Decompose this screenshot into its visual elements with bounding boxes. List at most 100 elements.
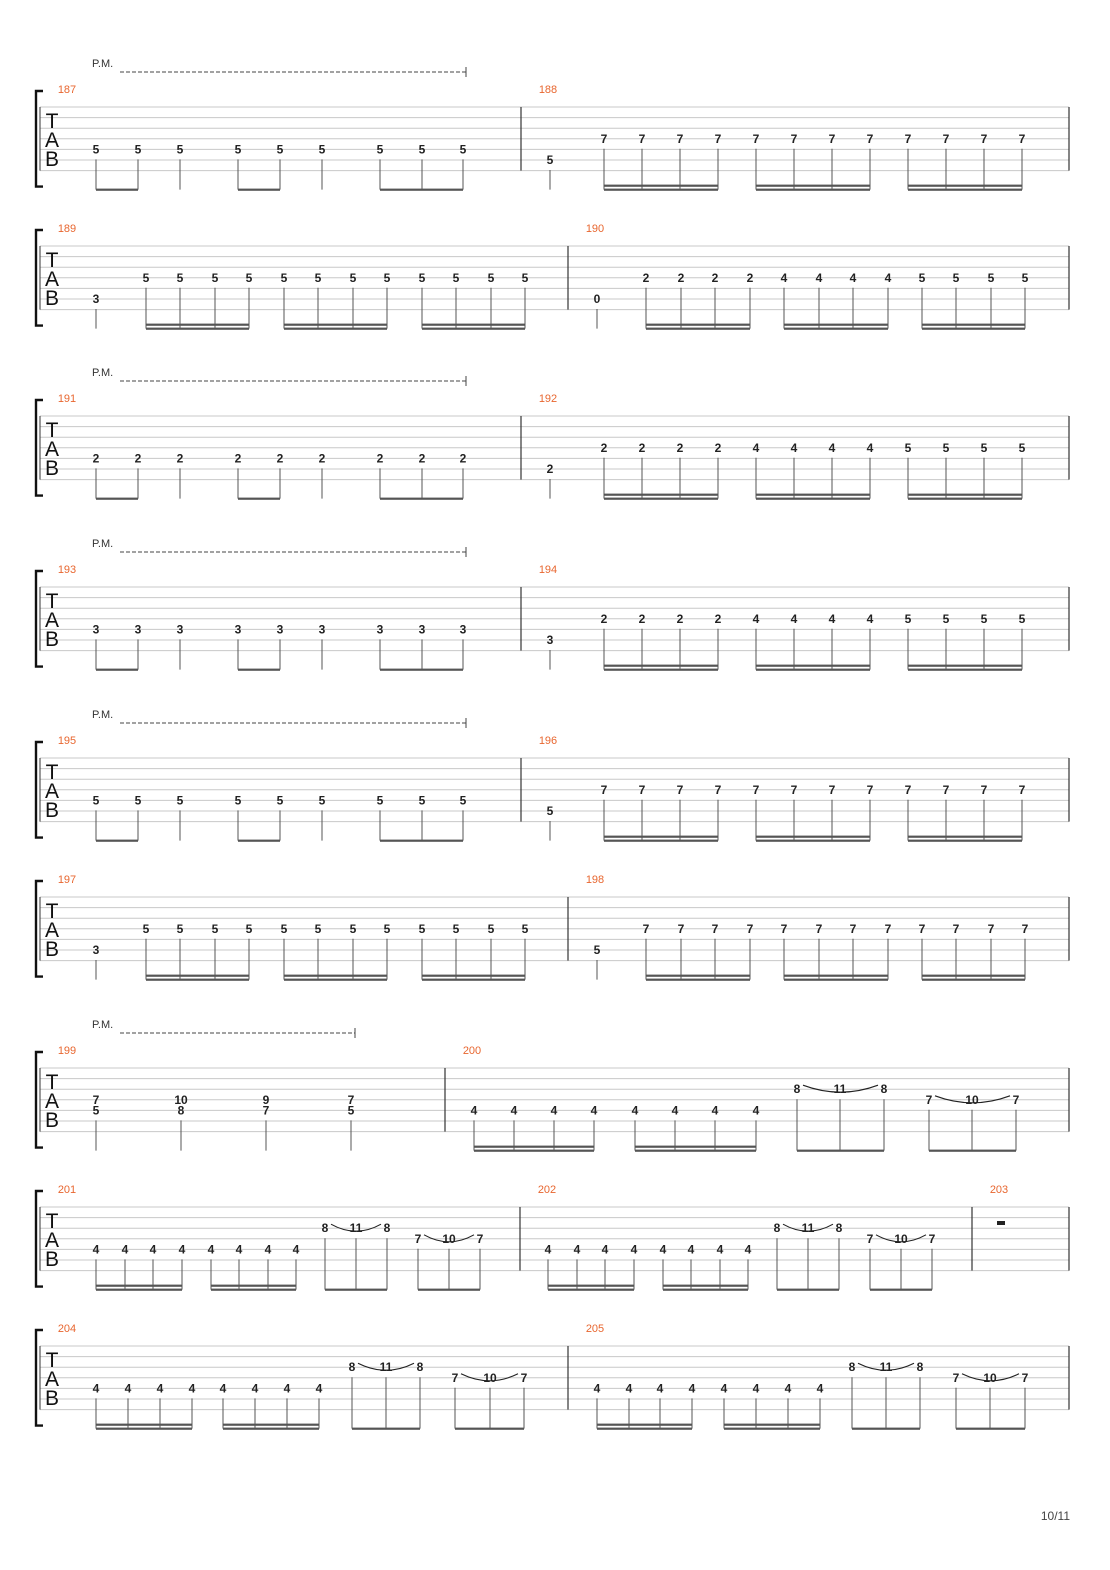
beam [211, 1288, 296, 1291]
fret-number: 8 [881, 1082, 888, 1096]
beam [922, 978, 1025, 981]
fret-number: 4 [208, 1242, 215, 1256]
fret-number: 10 [983, 1371, 997, 1385]
fret-number: 2 [678, 271, 685, 285]
fret-number: 7 [981, 132, 988, 146]
fret-number: 5 [943, 612, 950, 626]
measure-number: 189 [58, 223, 76, 235]
beam [724, 1423, 820, 1426]
beam [422, 323, 525, 326]
beam [352, 1427, 420, 1430]
fret-number: 11 [880, 1360, 893, 1374]
tab-clef-letter: B [45, 148, 59, 171]
fret-number: 4 [753, 1103, 760, 1117]
fret-number: 5 [246, 922, 253, 936]
fret-number: 5 [281, 271, 288, 285]
fret-number: 5 [594, 943, 601, 957]
tab-clef-letter: B [45, 287, 59, 310]
fret-number: 2 [460, 451, 467, 465]
fret-number: 7 [791, 783, 798, 797]
beam [756, 664, 870, 667]
beam [604, 497, 718, 500]
fret-number: 3 [460, 622, 467, 636]
beam [852, 1427, 920, 1430]
fret-number: 7 [753, 783, 760, 797]
beam [96, 1423, 192, 1426]
fret-number: 5 [235, 793, 242, 807]
fret-number: 4 [574, 1242, 581, 1256]
beam [908, 839, 1022, 842]
measure-number: 193 [58, 564, 76, 576]
system-bracket [34, 1050, 43, 1149]
measure-number: 195 [58, 735, 76, 747]
fret-number: 4 [785, 1381, 792, 1395]
tab-clef-letter: A [45, 780, 59, 803]
fret-number: 4 [511, 1103, 518, 1117]
tab-clef-letter: A [45, 609, 59, 632]
fret-number: 2 [715, 441, 722, 455]
fret-number: 4 [125, 1381, 132, 1395]
fret-number: 4 [157, 1381, 164, 1395]
fret-number: 2 [319, 451, 326, 465]
fret-number: 5 [93, 793, 100, 807]
fret-number: 5 [943, 441, 950, 455]
fret-number: 4 [712, 1103, 719, 1117]
fret-number: 11 [802, 1221, 815, 1235]
fret-number: 4 [850, 271, 857, 285]
beam [604, 835, 718, 838]
fret-number: 2 [677, 612, 684, 626]
fret-number: 11 [834, 1082, 847, 1096]
palm-mute-label: P.M. [92, 367, 113, 379]
fret-number: 7 [643, 922, 650, 936]
fret-number: 4 [545, 1242, 552, 1256]
fret-number: 5 [981, 441, 988, 455]
fret-number: 5 [315, 271, 322, 285]
beam [96, 839, 138, 842]
fret-number: 5 [905, 441, 912, 455]
fret-number: 3 [547, 633, 554, 647]
system-bracket [34, 1189, 43, 1288]
beam [146, 323, 249, 326]
fret-number: 5 [277, 793, 284, 807]
fret-number: 4 [791, 441, 798, 455]
fret-number: 4 [236, 1242, 243, 1256]
beam [756, 493, 870, 496]
fret-number: 7 [953, 1371, 960, 1385]
beam [604, 188, 718, 191]
beam [474, 1149, 594, 1152]
measure-number: 202 [538, 1184, 556, 1196]
fret-number: 5 [453, 922, 460, 936]
slur-arc [423, 1234, 475, 1243]
beam [146, 327, 249, 330]
fret-number: 4 [284, 1381, 291, 1395]
tab-clef-letter: B [45, 1387, 59, 1410]
fret-number: 5 [419, 142, 426, 156]
fret-number: 7 [1013, 1093, 1020, 1107]
beam [922, 323, 1025, 326]
fret-number: 5 [177, 793, 184, 807]
measure-number: 187 [58, 84, 76, 96]
fret-number: 7 [867, 132, 874, 146]
tab-clef-letter: T [46, 761, 59, 784]
fret-number: 5 [419, 271, 426, 285]
beam [455, 1427, 524, 1430]
slur-arc [875, 1234, 927, 1243]
beam [548, 1288, 634, 1291]
fret-number: 8 [349, 1360, 356, 1374]
fret-number: 7 [477, 1232, 484, 1246]
fret-number: 5 [460, 142, 467, 156]
fret-number: 3 [319, 622, 326, 636]
tab-clef-letter: T [46, 110, 59, 133]
fret-number: 5 [377, 142, 384, 156]
beam [604, 668, 718, 671]
fret-number: 7 [885, 922, 892, 936]
fret-number: 5 [350, 271, 357, 285]
system-bracket [34, 228, 43, 327]
fret-number: 7 [452, 1371, 459, 1385]
beam [922, 327, 1025, 330]
fret-number: 5 [384, 271, 391, 285]
fret-number: 7 [867, 783, 874, 797]
fret-number: 4 [816, 271, 823, 285]
fret-number: 7 [677, 132, 684, 146]
tab-clef-letter: B [45, 1109, 59, 1132]
